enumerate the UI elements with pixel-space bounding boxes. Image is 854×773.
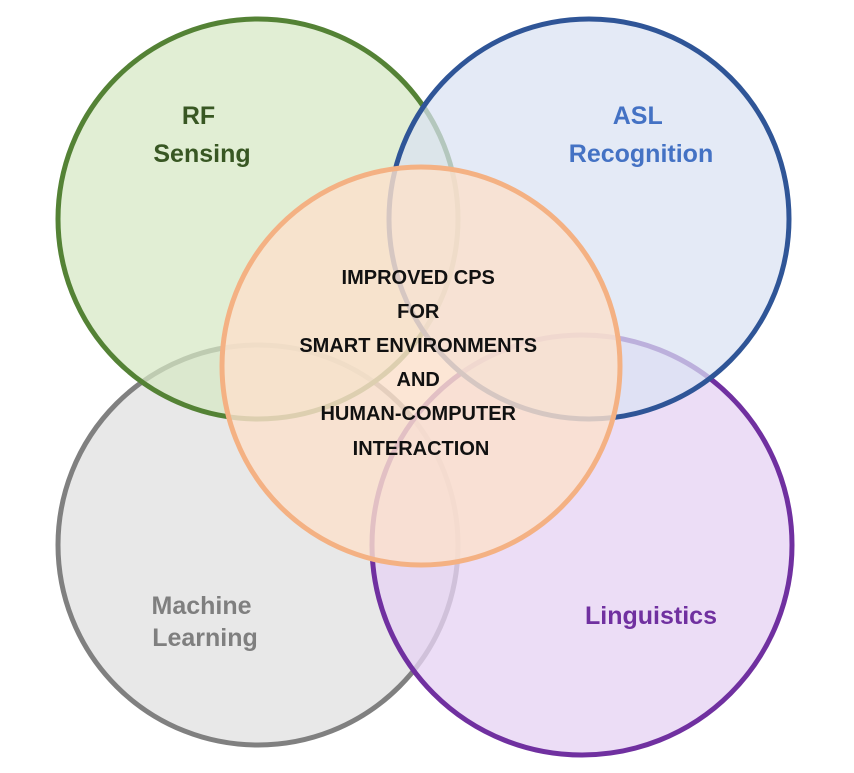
center-label-line: IMPROVED CPS — [342, 267, 495, 289]
circle-label-linguistics: Linguistics — [585, 602, 717, 630]
center-label: IMPROVED CPS FOR SMART ENVIRONMENTS AND … — [299, 267, 542, 460]
center-circle-shape — [219, 164, 623, 568]
label-line: ASL — [613, 102, 663, 130]
center-circle: IMPROVED CPS FOR SMART ENVIRONMENTS AND … — [219, 164, 623, 568]
label-line: Sensing — [153, 140, 250, 168]
circle-label-rf-sensing: RF Sensing — [153, 102, 250, 168]
center-label-line: AND — [397, 369, 440, 391]
center-label-line: FOR — [397, 301, 440, 323]
circle-label-machine-learning: Machine Learning — [152, 592, 259, 652]
label-line: Recognition — [569, 140, 713, 168]
label-line: RF — [182, 102, 215, 130]
center-label-line: INTERACTION — [353, 438, 490, 460]
label-line: Linguistics — [585, 602, 717, 630]
center-label-line: HUMAN-COMPUTER — [320, 403, 516, 425]
center-label-line: SMART ENVIRONMENTS — [299, 335, 537, 357]
circle-label-asl-recognition: ASL Recognition — [569, 102, 713, 168]
label-line: Learning — [152, 624, 258, 652]
label-line: Machine — [152, 592, 252, 620]
